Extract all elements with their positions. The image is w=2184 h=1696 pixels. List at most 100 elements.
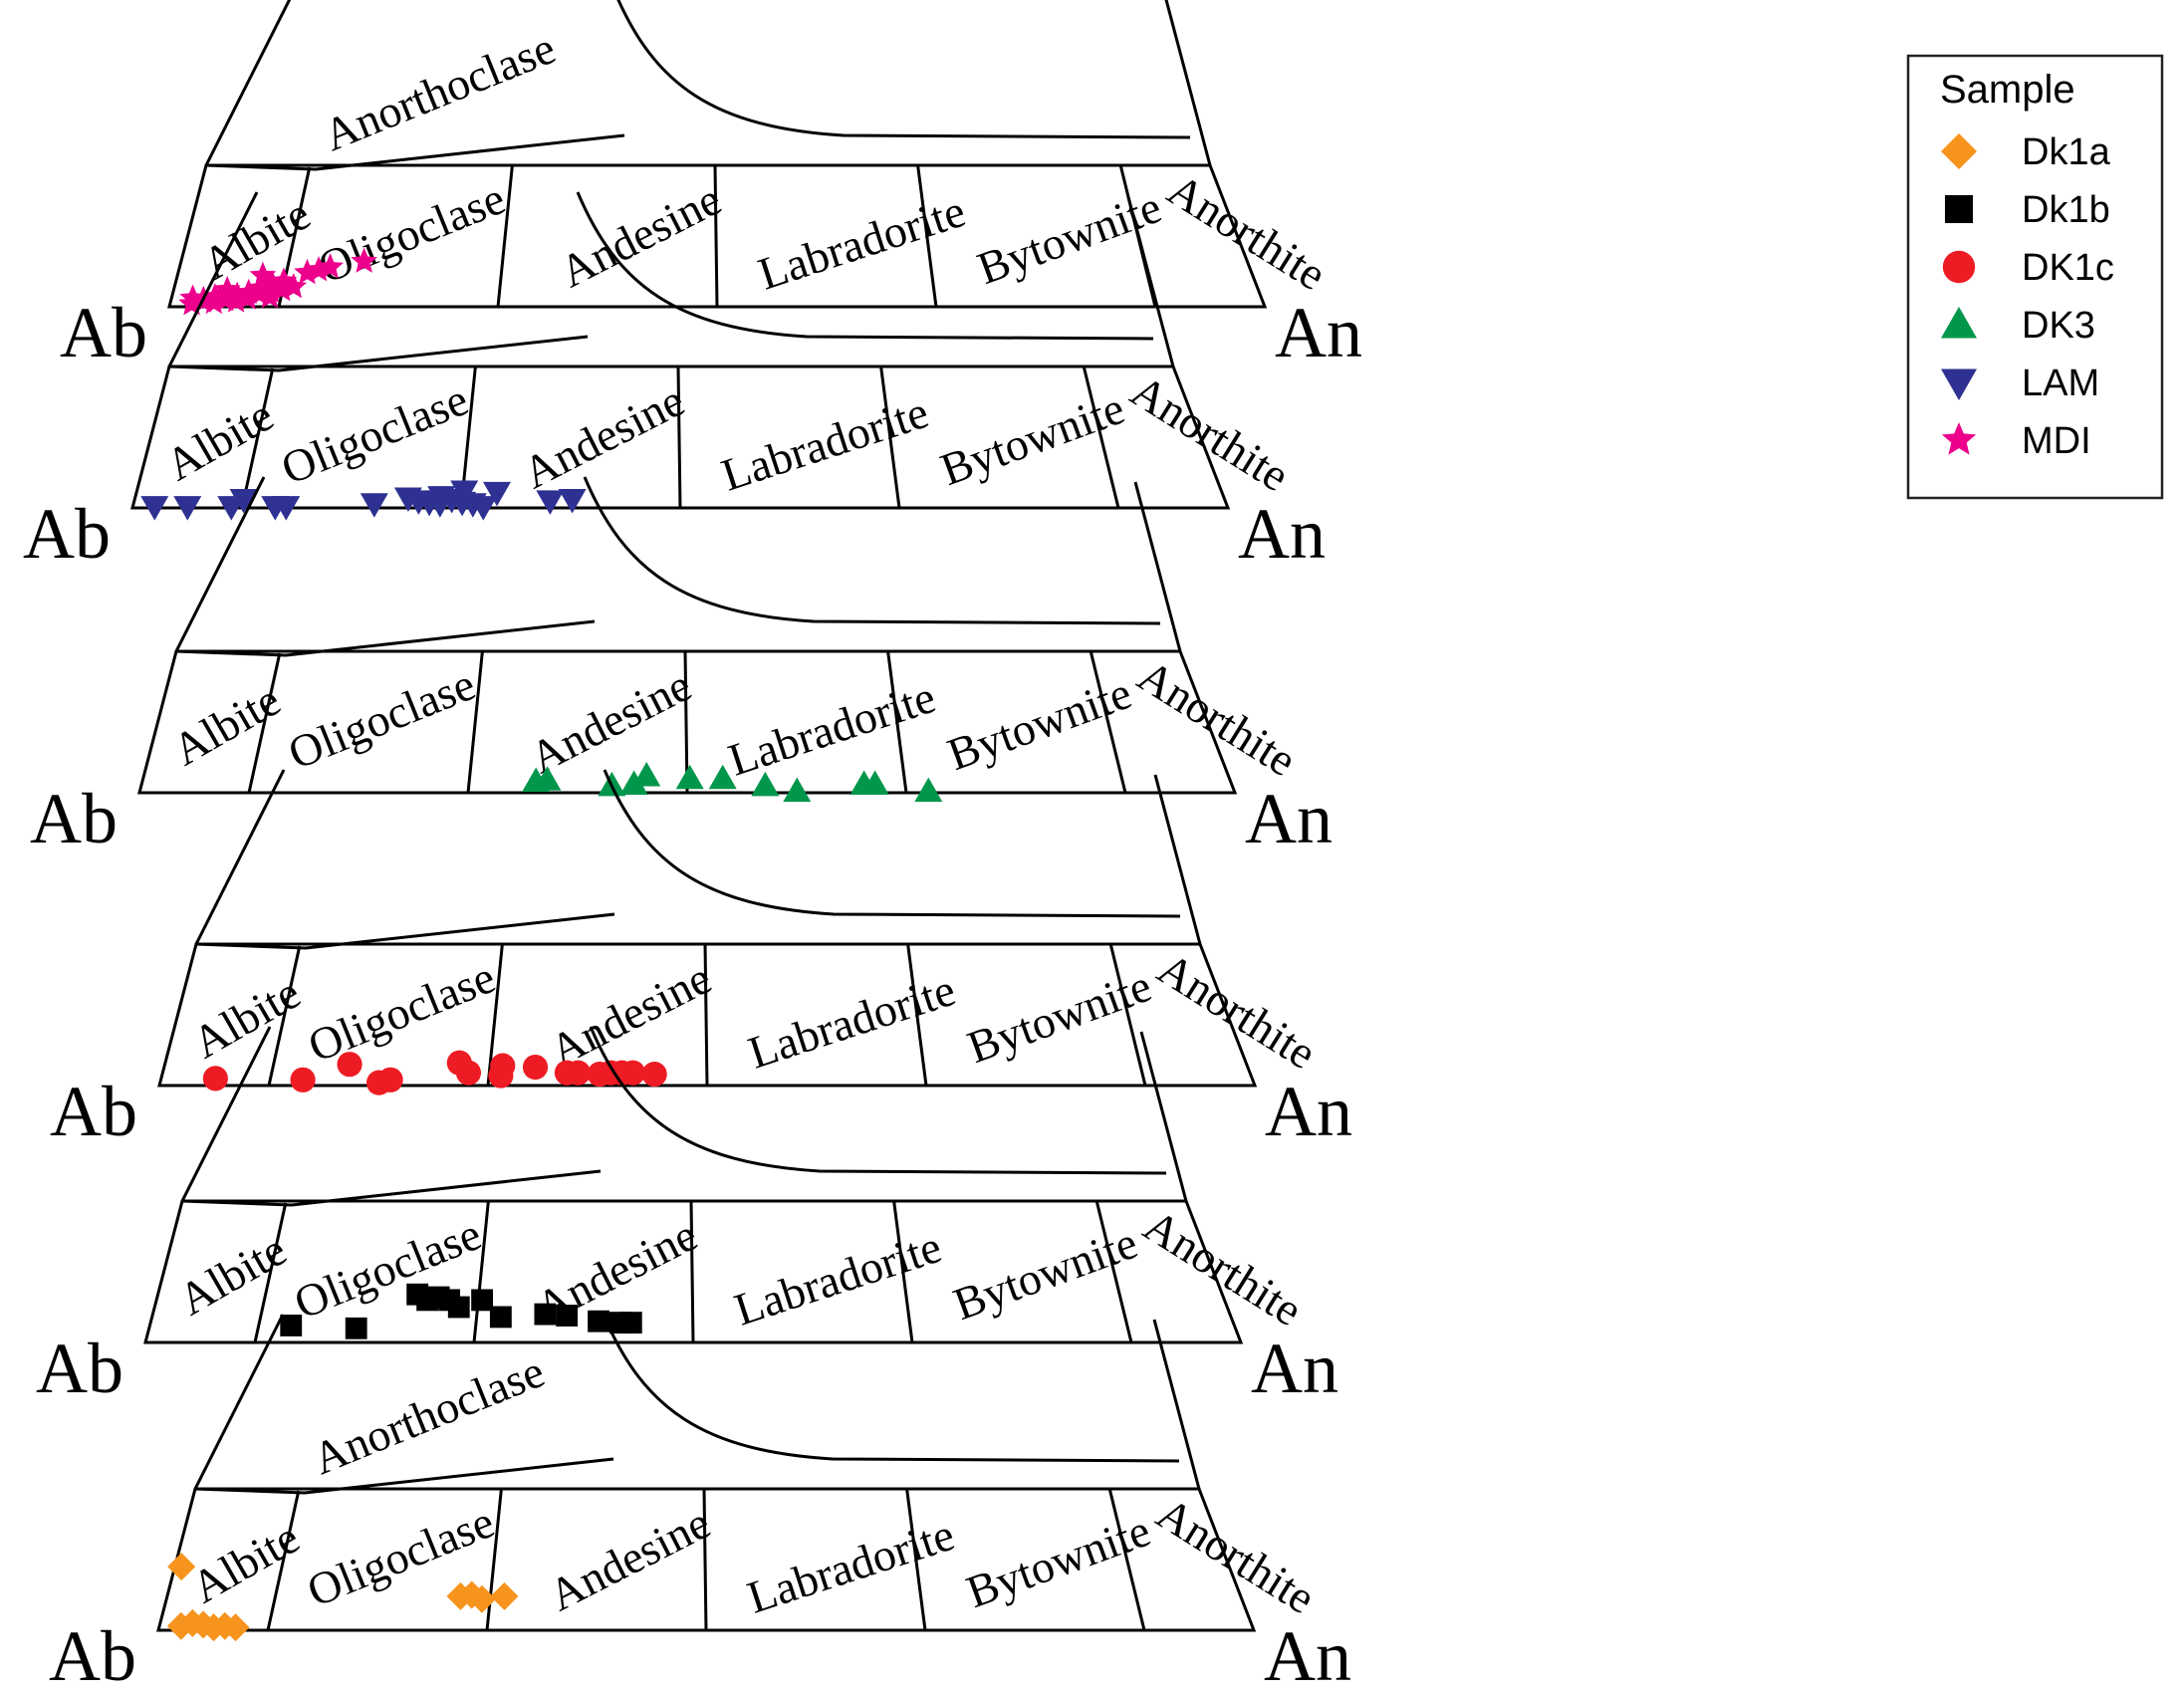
triangle-up-icon (1941, 307, 1977, 339)
zone-label-labradorite: Labradorite (752, 185, 971, 300)
division-line-90 (1108, 943, 1147, 1087)
data-point (167, 1553, 196, 1581)
zone-label-andesine: Andesine (542, 952, 719, 1076)
data-point (708, 764, 737, 790)
anorthoclase-boundary (175, 619, 596, 657)
endmember-ab: Ab (23, 494, 111, 574)
zone-label-andesine: Andesine (552, 173, 729, 297)
division-line-50 (713, 164, 719, 308)
division-line-70 (886, 650, 908, 794)
right-upper-boundary (1126, 196, 1175, 367)
solvus-curve (576, 191, 1154, 341)
data-point (467, 1584, 496, 1613)
zone-label-anorthite: Anorthite (1129, 650, 1306, 787)
points-dk1b (280, 1283, 642, 1339)
legend-label: Dk1b (2022, 189, 2110, 231)
right-upper-boundary (1153, 774, 1202, 945)
data-point (290, 1067, 316, 1092)
zone-label-albite: Albite (164, 674, 289, 776)
division-line-30 (486, 943, 504, 1087)
zone-label-albite: Albite (170, 1224, 295, 1326)
endmember-an: An (1265, 1072, 1352, 1151)
left-upper-boundary (180, 1026, 272, 1202)
zone-label-anorthite: Anorthite (1135, 1200, 1312, 1336)
points-dk1c (202, 1050, 667, 1095)
anorthoclase-boundary (194, 1457, 614, 1495)
division-line-10 (267, 945, 302, 1087)
zone-label-anorthite: Anorthite (1149, 943, 1326, 1080)
division-line-70 (916, 164, 938, 308)
endmember-an: An (1275, 293, 1362, 372)
zone-label-labradorite: Labradorite (741, 1509, 960, 1623)
diamond-icon (1941, 133, 1977, 169)
legend-label: MDI (2022, 420, 2091, 462)
division-line-70 (879, 365, 901, 509)
endmember-an: An (1264, 1616, 1351, 1696)
division-line-70 (892, 1200, 914, 1343)
data-point (751, 771, 780, 797)
zone-label-oligoclase: Oligoclase (301, 951, 501, 1072)
zone-label-bytownite: Bytownite (934, 382, 1131, 495)
legend-label: LAM (2022, 363, 2099, 404)
solvus-curve (602, 1314, 1180, 1463)
left-upper-boundary (174, 476, 266, 652)
anorthoclase-boundary (181, 1169, 602, 1207)
data-point (489, 1306, 512, 1329)
data-point (280, 1315, 303, 1336)
zone-label-bytownite: Bytownite (960, 1505, 1157, 1617)
star-icon (1941, 422, 1977, 455)
data-point (140, 496, 169, 521)
data-point (447, 1296, 470, 1319)
legend-item-dk1c: DK1c (1942, 247, 2114, 289)
points-lam (140, 480, 587, 521)
data-point (469, 496, 498, 521)
data-point (533, 766, 562, 791)
data-point (360, 493, 388, 518)
right-upper-boundary (1152, 1319, 1201, 1490)
solvus-curve (616, 0, 1191, 139)
endmember-ab: Ab (49, 1616, 136, 1696)
zone-label-oligoclase: Oligoclase (281, 658, 481, 779)
square-icon (1944, 194, 1974, 224)
left-upper-boundary (194, 769, 286, 945)
left-upper-boundary (193, 1314, 285, 1490)
legend-label: DK3 (2022, 305, 2095, 347)
data-point (860, 770, 889, 795)
division-line-90 (1094, 1200, 1133, 1343)
division-line-10 (253, 1202, 288, 1343)
data-point (337, 1052, 363, 1078)
legend-item-dk3: DK3 (1941, 305, 2095, 347)
data-point (619, 1060, 646, 1086)
division-line-10 (266, 1490, 301, 1631)
data-point (280, 273, 308, 299)
data-point (345, 1317, 367, 1339)
data-point (249, 261, 277, 288)
right-upper-boundary (1164, 0, 1212, 166)
division-line-30 (485, 1488, 503, 1631)
zone-label-albite: Albite (183, 1512, 308, 1613)
zone-label-labradorite: Labradorite (715, 386, 934, 501)
division-line-50 (689, 1200, 695, 1343)
data-point (261, 496, 290, 521)
right-upper-boundary (1133, 481, 1182, 652)
data-point (471, 1289, 494, 1312)
division-line-30 (472, 1200, 490, 1343)
points-dk1a (166, 1553, 519, 1642)
division-line-70 (905, 1488, 927, 1631)
data-point (351, 247, 377, 273)
data-point (317, 253, 344, 279)
division-line-90 (1089, 650, 1127, 794)
data-point (490, 1581, 519, 1610)
division-line-10 (247, 652, 282, 794)
data-point (270, 267, 298, 293)
anorthoclase-boundary (205, 133, 625, 171)
zone-label-labradorite: Labradorite (722, 671, 941, 786)
data-point (556, 1305, 579, 1327)
data-point (632, 761, 661, 787)
zone-label-anorthite: Anorthite (1122, 365, 1299, 502)
zone-label-oligoclase: Oligoclase (274, 373, 474, 494)
